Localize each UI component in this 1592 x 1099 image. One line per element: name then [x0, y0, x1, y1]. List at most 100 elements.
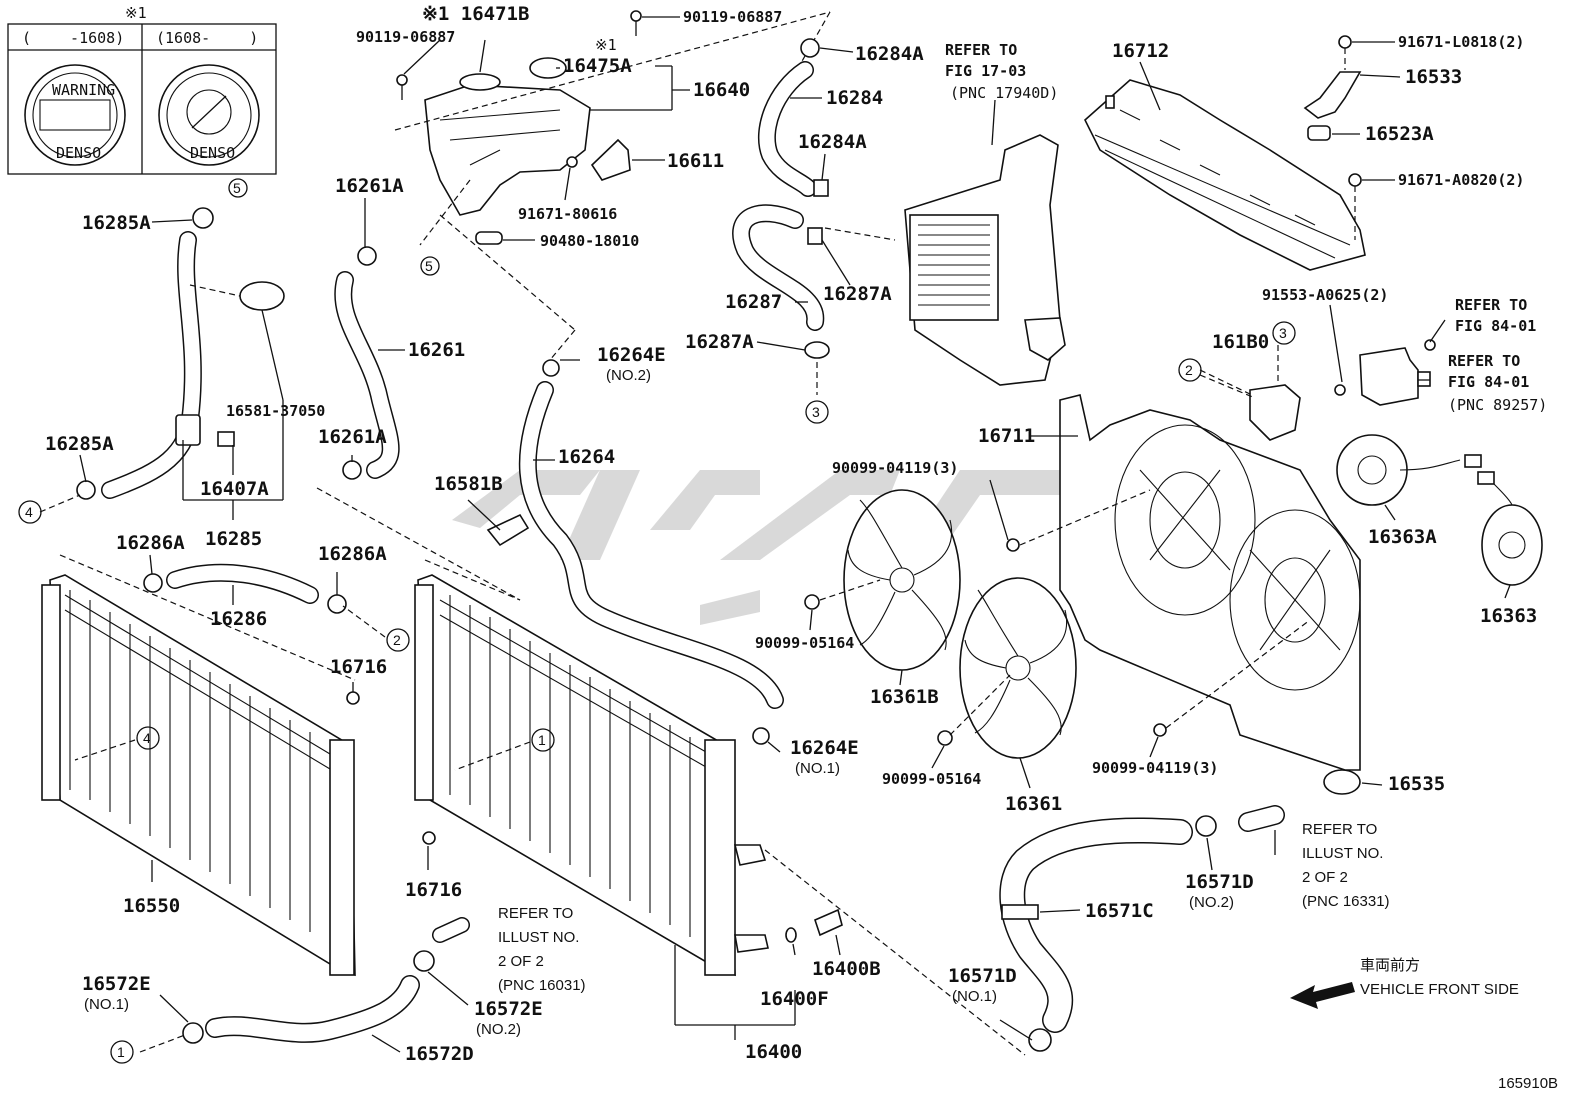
leader-lines [79, 16, 1511, 1053]
part-labels: ※1 16471B 90119-06887 90119-06887 ※1 164… [45, 3, 1537, 1065]
label-16400f: 16400F [760, 988, 829, 1010]
label-16716-a: 16716 [330, 656, 387, 678]
callout-5-a: 5 [233, 180, 241, 196]
label-16285: 16285 [205, 528, 262, 550]
diagram-id: 165910B [1498, 1075, 1558, 1092]
hose-16285 [76, 207, 285, 500]
label-16572e-r: 16572E [474, 998, 543, 1020]
ref-illust16031-line4: (PNC 16031) [498, 977, 586, 994]
callout-1-a: 1 [538, 732, 546, 748]
ref-fig84a-line2: FIG 84-01 [1455, 317, 1536, 335]
cap-inset: ※1 ( -1608) (1608- ) WARNING DENSO DENSO [7, 4, 277, 175]
label-91671-80616: 91671-80616 [518, 205, 617, 223]
hose-16284 [757, 38, 829, 197]
label-16286: 16286 [210, 608, 267, 630]
label-16264: 16264 [558, 446, 615, 468]
fan-16361 [959, 577, 1077, 759]
fan-motor-16363a [1336, 434, 1482, 506]
inset-col1: ( -1608) [22, 29, 124, 47]
radiator-support-16712 [1084, 79, 1366, 271]
cap-brand-b: DENSO [190, 144, 235, 162]
label-16264e-top-no: (NO.2) [606, 367, 651, 384]
label-91553-a0625: 91553-A0625(2) [1262, 286, 1388, 304]
label-16264e-top: 16264E [597, 344, 666, 366]
label-16261a-bot: 16261A [318, 426, 387, 448]
ref-fig84b-line3: (PNC 89257) [1448, 396, 1547, 414]
label-16287: 16287 [725, 291, 782, 313]
direction-en: VEHICLE FRONT SIDE [1360, 981, 1519, 998]
label-16572e-l-no: (NO.1) [84, 996, 129, 1013]
callout-circles: 5 5 3 3 2 2 4 4 1 1 [18, 178, 1296, 1064]
fan-16361b [843, 489, 961, 671]
label-90119-06887-a: 90119-06887 [356, 28, 455, 46]
label-16363a: 16363A [1368, 526, 1437, 548]
label-16571d-l: 16571D [948, 965, 1017, 987]
label-16523a: 16523A [1365, 123, 1434, 145]
label-16571c: 16571C [1085, 900, 1154, 922]
hose-16572d [182, 917, 470, 1044]
callout-2-b: 2 [393, 632, 401, 648]
grommet-90480 [475, 231, 503, 245]
label-16407a: 16407A [200, 478, 269, 500]
label-16533: 16533 [1405, 66, 1462, 88]
callout-5-b: 5 [425, 258, 433, 274]
cap-old-style: WARNING DENSO [24, 64, 126, 166]
label-16287a-r: 16287A [823, 283, 892, 305]
inset-marker: ※1 [125, 4, 147, 22]
cap-brand-a: DENSO [56, 144, 101, 162]
hose-16571c [999, 805, 1285, 1052]
label-16571d-l-no: (NO.1) [952, 988, 997, 1005]
hose-16287 [732, 204, 830, 359]
ref-illust16031-line2: ILLUST NO. [498, 929, 579, 946]
callout-4-a: 4 [25, 504, 33, 520]
label-16572e-r-no: (NO.2) [476, 1021, 521, 1038]
label-16261: 16261 [408, 339, 465, 361]
label-16712: 16712 [1112, 40, 1169, 62]
label-16611: 16611 [667, 150, 724, 172]
sensor-161b0 [1249, 384, 1346, 441]
inset-col2: (1608- ) [156, 29, 258, 47]
cap-new-style: DENSO [158, 64, 260, 166]
ref-fig84b-line2: FIG 84-01 [1448, 373, 1529, 391]
hose-16286 [143, 563, 347, 614]
fan-motor-16363 [1477, 471, 1543, 586]
condenser-16550 [41, 574, 360, 977]
label-16572e-l: 16572E [82, 973, 151, 995]
label-16284a-mid: 16284A [798, 131, 867, 153]
callout-2-a: 2 [1185, 362, 1193, 378]
label-16571d-r: 16571D [1185, 871, 1254, 893]
label-90099-05164-b: 90099-05164 [882, 770, 981, 788]
label-161b0: 161B0 [1212, 331, 1269, 353]
label-16475a: 16475A [563, 55, 632, 77]
relay-module [1359, 339, 1436, 406]
label-16400b: 16400B [812, 958, 881, 980]
label-16284: 16284 [826, 87, 883, 109]
label-16264e-bot-no: (NO.1) [795, 760, 840, 777]
ref-fig17-line2: FIG 17-03 [945, 62, 1026, 80]
label-16475a-mark: ※1 [595, 36, 617, 54]
label-16711: 16711 [978, 425, 1035, 447]
clamp-16581 [239, 281, 285, 311]
label-16716-b: 16716 [405, 879, 462, 901]
hose-16264 [486, 359, 784, 745]
bracket-16611 [590, 138, 631, 181]
label-16640: 16640 [693, 79, 750, 101]
label-16572d: 16572D [405, 1043, 474, 1065]
label-16286a-l: 16286A [116, 532, 185, 554]
fan-shroud-16711 [1059, 394, 1361, 771]
cap-16475a [529, 57, 567, 79]
label-16284a-top: 16284A [855, 43, 924, 65]
label-90119-06887-b: 90119-06887 [683, 8, 782, 26]
callout-3-a: 3 [1279, 325, 1287, 341]
label-90099-05164-a: 90099-05164 [755, 634, 854, 652]
grommet-16535 [1323, 769, 1361, 795]
label-16581b: 16581B [434, 473, 503, 495]
callout-1-b: 1 [117, 1044, 125, 1060]
label-16581-37050: 16581-37050 [226, 402, 325, 420]
label-16400: 16400 [745, 1041, 802, 1063]
ref-illust16331-line4: (PNC 16331) [1302, 893, 1390, 910]
reservoir-assembly [396, 10, 642, 245]
direction-jp: 車両前方 [1360, 957, 1420, 974]
label-16286a-r: 16286A [318, 543, 387, 565]
